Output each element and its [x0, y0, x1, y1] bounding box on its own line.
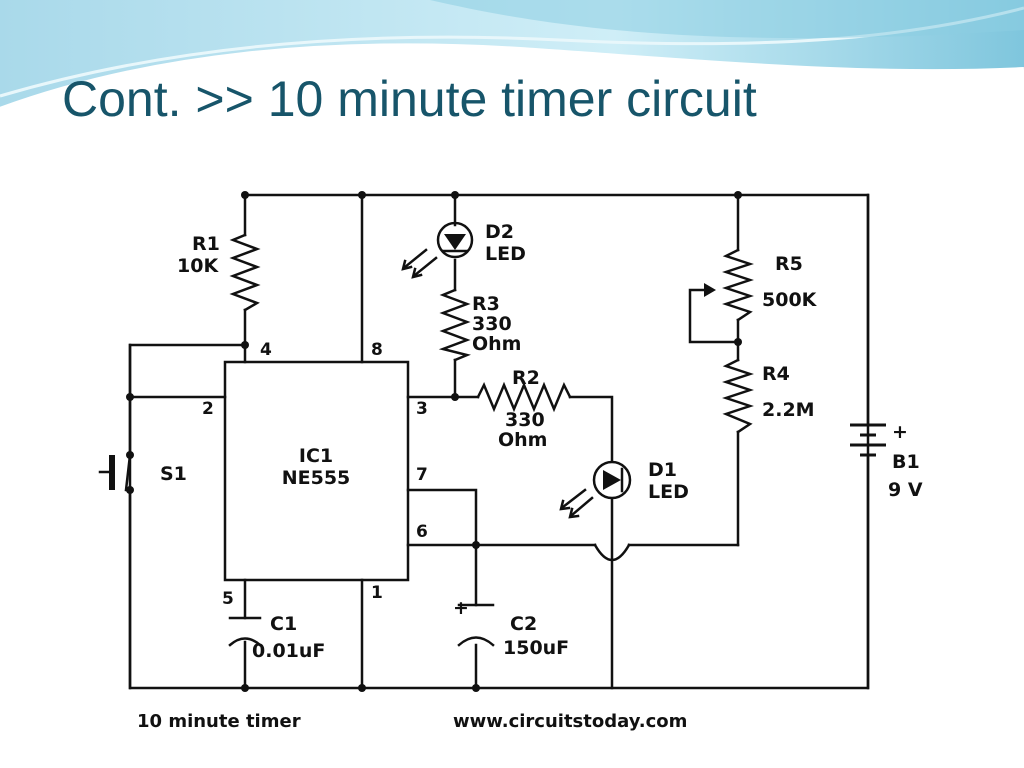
d2-type: LED — [485, 243, 526, 265]
r2-value-2: Ohm — [498, 429, 547, 451]
ic1-pin-3: 3 — [416, 399, 428, 419]
ic1-part: NE555 — [282, 467, 351, 489]
r2-ref: R2 — [512, 367, 540, 389]
led-d1: D1 LED — [559, 459, 689, 519]
switch-s1: S1 — [98, 451, 187, 494]
resistor-r4: R4 2.2M — [722, 358, 815, 434]
footer-caption: 10 minute timer — [137, 711, 301, 732]
ic1-pin-4: 4 — [260, 340, 272, 360]
ic1-pin-7: 7 — [416, 465, 428, 485]
c2-polarity: + — [453, 597, 469, 619]
b1-value: 9 V — [888, 479, 923, 501]
battery-b1: + B1 9 V — [850, 421, 923, 501]
ic1-pin-2: 2 — [202, 399, 214, 419]
capacitor-c1: C1 0.01uF — [228, 613, 325, 662]
ic1-body — [223, 360, 410, 582]
d1-ref: D1 — [648, 459, 677, 481]
footer-url: www.circuitstoday.com — [453, 711, 687, 732]
r3-ref: R3 — [472, 293, 500, 315]
resistor-r2: R2 330 Ohm — [476, 367, 572, 451]
r1-value: 10K — [177, 255, 219, 277]
slide-title: Cont. >> 10 minute timer circuit — [62, 71, 757, 127]
ic1-pin-6: 6 — [416, 522, 428, 542]
r4-ref: R4 — [762, 363, 790, 385]
c2-value: 150uF — [503, 637, 569, 659]
b1-polarity: + — [892, 421, 908, 443]
led-d2: D2 LED — [401, 221, 526, 279]
ic1-ne555: IC1 NE555 4 8 2 3 7 6 5 1 — [202, 340, 428, 609]
r3-value-1: 330 — [472, 313, 512, 335]
c1-ref: C1 — [270, 613, 297, 635]
header-swoosh — [0, 0, 1024, 113]
potentiometer-r5: R5 500K — [722, 248, 818, 322]
d2-ref: D2 — [485, 221, 514, 243]
d2-body — [436, 221, 474, 259]
r5-value: 500K — [762, 289, 818, 311]
r5-ref: R5 — [775, 253, 803, 275]
resistor-r3: R3 330 Ohm — [438, 288, 521, 362]
junction-dots — [126, 191, 742, 692]
ic1-pin-1: 1 — [371, 583, 383, 603]
d1-type: LED — [648, 481, 689, 503]
c2-ref: C2 — [510, 613, 537, 635]
r1-ref: R1 — [192, 233, 220, 255]
ic1-ref: IC1 — [299, 445, 333, 467]
r4-value: 2.2M — [762, 399, 815, 421]
r2-value-1: 330 — [505, 409, 545, 431]
c1-value: 0.01uF — [252, 640, 325, 662]
d1-body — [592, 460, 632, 500]
s1-ref: S1 — [160, 463, 187, 485]
resistor-r1: R1 10K — [177, 233, 261, 312]
ic1-pin-5: 5 — [222, 589, 234, 609]
ic1-pin-8: 8 — [371, 340, 383, 360]
capacitor-c2: + C2 150uF — [453, 597, 569, 659]
r3-value-2: Ohm — [472, 333, 521, 355]
b1-ref: B1 — [892, 451, 920, 473]
